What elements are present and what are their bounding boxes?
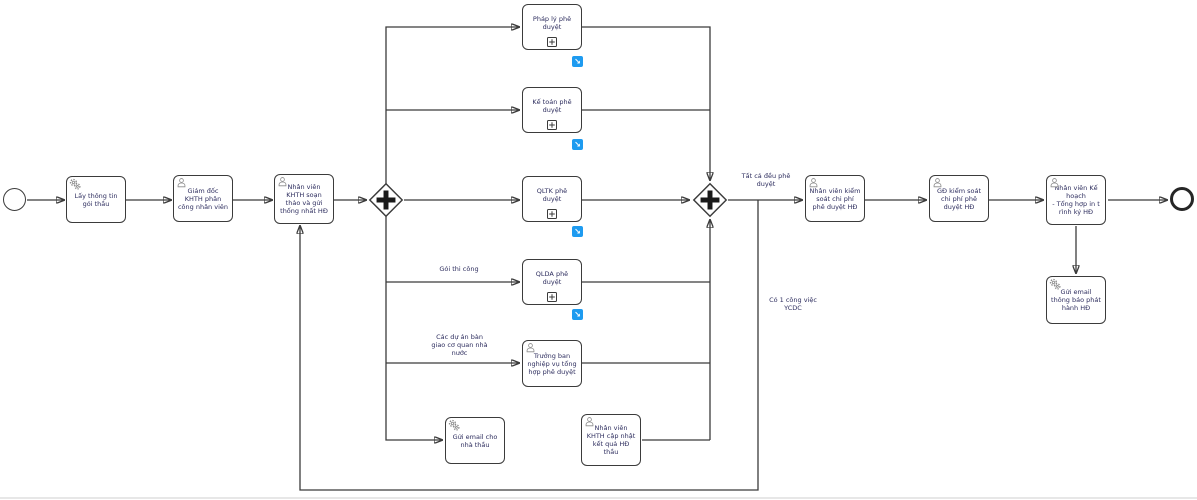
service-gear-icon — [1049, 278, 1061, 292]
open-subprocess-badge-icon[interactable]: ↘ — [572, 139, 583, 150]
user-icon — [808, 177, 819, 190]
task-label: QLDA phê duyệt — [535, 270, 569, 286]
task-phap-ly-phe-duyet[interactable]: Pháp lý phê duyệt — [522, 4, 582, 50]
task-label: Nhân viên KHTH cập nhật kết quả HĐ thầu — [586, 424, 636, 456]
task-label: Nhân viên Kế hoạch - Tổng hợp in t rình … — [1052, 184, 1100, 216]
parallel-gateway-join[interactable] — [692, 182, 728, 218]
edge-label-cac-du-an: Các dự án bàn giao cơ quan nhà nước — [412, 333, 507, 357]
task-label: Trưởng ban nghiệp vụ tổng hợp phê duyệt — [527, 351, 577, 376]
task-label: Pháp lý phê duyệt — [532, 15, 572, 31]
task-lay-thong-tin[interactable]: Lấy thông tin gói thầu — [66, 176, 126, 223]
edge-label-tat-ca-phe-duyet: Tất cả đều phê duyệt — [732, 172, 800, 188]
task-ke-toan-phe-duyet[interactable]: Kế toán phê duyệt — [522, 87, 582, 133]
edge-label-co-1-cong-viec: Có 1 công việc YCDC — [762, 296, 824, 312]
task-qltk-phe-duyet[interactable]: QLTK phê duyệt — [522, 176, 582, 222]
task-gui-email-nha-thau[interactable]: Gửi email cho nhà thầu — [445, 417, 505, 464]
user-icon — [932, 177, 943, 190]
subprocess-plus-icon — [547, 292, 557, 302]
end-event[interactable] — [1170, 187, 1194, 211]
task-label: Giám đốc KHTH phân công nhân viên — [177, 186, 229, 211]
task-truong-ban-phe-duyet[interactable]: Trưởng ban nghiệp vụ tổng hợp phê duyệt — [522, 340, 582, 387]
task-cap-nhat-ket-qua[interactable]: Nhân viên KHTH cập nhật kết quả HĐ thầu — [581, 414, 641, 466]
open-subprocess-badge-icon[interactable]: ↘ — [572, 226, 583, 237]
task-label: QLTK phê duyệt — [536, 187, 568, 203]
parallel-gateway-split[interactable] — [368, 182, 404, 218]
task-soan-thao-hd[interactable]: Nhân viên KHTH soạn thảo và gửi thống nh… — [274, 174, 334, 224]
user-icon — [1049, 177, 1060, 190]
user-icon — [584, 416, 595, 429]
task-label: Kế toán phê duyệt — [532, 98, 572, 114]
task-label: Nhân viên KHTH soạn thảo và gửi thống nh… — [280, 183, 328, 215]
task-qlda-phe-duyet[interactable]: QLDA phê duyệt — [522, 259, 582, 305]
edge-label-goi-thi-cong: Gói thi công — [420, 265, 498, 273]
task-kiem-soat-chi-phi[interactable]: Nhân viên kiểm soát chi phí phê duyệt HĐ — [805, 175, 865, 222]
task-label: Nhân viên kiểm soát chi phí phê duyệt HĐ — [809, 186, 861, 211]
user-icon — [176, 177, 187, 190]
task-label: Gửi email cho nhà thầu — [452, 432, 498, 449]
open-subprocess-badge-icon[interactable]: ↘ — [572, 56, 583, 67]
service-gear-icon — [69, 178, 81, 192]
task-label: Gửi email thông báo phát hành HĐ — [1051, 288, 1101, 312]
task-label: GĐ kiểm soát chi phí phê duyệt HĐ — [936, 186, 981, 211]
task-gui-email-phat-hanh[interactable]: Gửi email thông báo phát hành HĐ — [1046, 276, 1106, 324]
user-icon — [277, 176, 288, 189]
service-gear-icon — [448, 419, 460, 433]
task-giam-doc-phan-cong[interactable]: Giám đốc KHTH phân công nhân viên — [173, 175, 233, 222]
subprocess-plus-icon — [547, 120, 557, 130]
task-gd-kiem-soat[interactable]: GĐ kiểm soát chi phí phê duyệt HĐ — [929, 175, 989, 222]
user-icon — [525, 342, 536, 355]
subprocess-plus-icon — [547, 209, 557, 219]
task-label: Lấy thông tin gói thầu — [74, 191, 118, 208]
open-subprocess-badge-icon[interactable]: ↘ — [572, 309, 583, 320]
start-event[interactable] — [3, 188, 26, 211]
subprocess-plus-icon — [547, 37, 557, 47]
task-tong-hop-trinh-ky[interactable]: Nhân viên Kế hoạch - Tổng hợp in t rình … — [1046, 175, 1106, 225]
